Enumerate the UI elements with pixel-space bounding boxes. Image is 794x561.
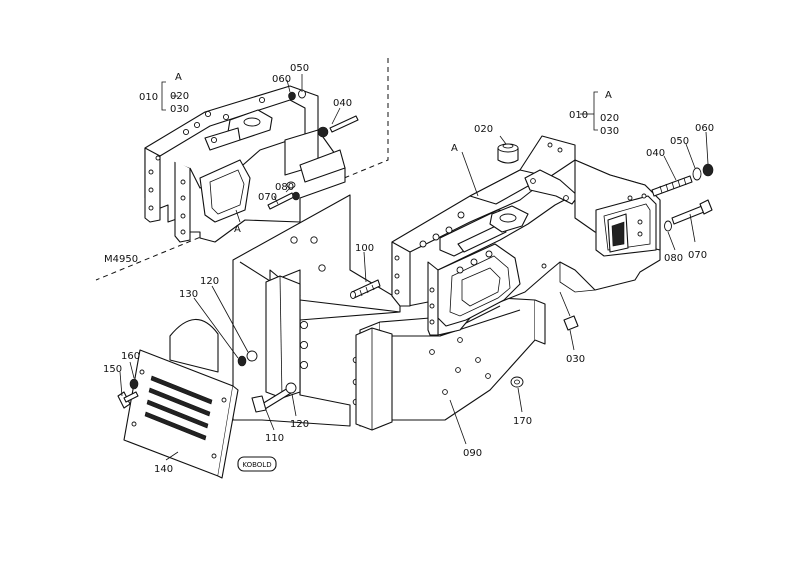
kobold-stamp: KOBOLD [237, 456, 277, 472]
callout-A-right: A [605, 90, 612, 101]
callout-030-left: 030 [170, 104, 189, 115]
washer-080-right [664, 220, 672, 232]
callout-labels: M4950 A 010 020 030 060 050 040 080 070 … [103, 63, 714, 475]
callout-140: 140 [154, 464, 173, 475]
main-front-frame [391, 135, 661, 336]
callout-050-right: 050 [670, 136, 689, 147]
callout-050-left: 050 [290, 63, 309, 74]
callout-030-right: 030 [600, 126, 619, 137]
callout-010-right: 010 [569, 110, 588, 121]
callout-A-main: A [451, 143, 458, 154]
callout-040-right: 040 [646, 148, 665, 159]
washer-160 [129, 378, 139, 390]
washer-120-top [246, 350, 258, 362]
stud-040-right [651, 175, 693, 197]
callout-080-left: 080 [275, 182, 294, 193]
callout-150: 150 [103, 364, 122, 375]
side-bracket-left [265, 275, 301, 399]
inset-boundary [95, 58, 389, 281]
nut-170 [510, 376, 524, 388]
callout-A-left: A [175, 72, 182, 83]
callout-010-left: 010 [139, 92, 158, 103]
callout-070-right: 070 [688, 250, 707, 261]
washer-050-right [692, 167, 702, 181]
callout-020-left: 020 [170, 91, 189, 102]
side-bracket-right [355, 327, 393, 431]
callout-160: 160 [121, 351, 140, 362]
callout-170: 170 [513, 416, 532, 427]
inset-label: M4950 [104, 254, 138, 265]
callout-040-left: 040 [333, 98, 352, 109]
callout-A-inset: A [234, 224, 241, 235]
plug-030 [559, 291, 579, 331]
leader-lines [119, 74, 709, 461]
callout-090: 090 [463, 448, 482, 459]
callout-110: 110 [265, 433, 284, 444]
callout-020-main: 020 [474, 124, 493, 135]
callout-080-right: 080 [664, 253, 683, 264]
stamp-text: KOBOLD [242, 461, 271, 469]
callout-070-left: 070 [258, 192, 277, 203]
inset-front-frame [144, 85, 359, 243]
nut-130 [237, 355, 247, 367]
dowel-pin-100 [350, 279, 381, 299]
callout-060-left: 060 [272, 74, 291, 85]
callout-130: 130 [179, 289, 198, 300]
washer-120-bottom [285, 382, 297, 394]
nut-060-right [702, 163, 714, 177]
filler-cap [497, 143, 519, 164]
callout-030-bottom: 030 [566, 354, 585, 365]
callout-060-right: 060 [695, 123, 714, 134]
callout-120-top: 120 [200, 276, 219, 287]
bolt-070-right [671, 199, 713, 225]
grille-cover-140 [123, 319, 239, 479]
callout-020-right: 020 [600, 113, 619, 124]
callout-100: 100 [355, 243, 374, 254]
callout-120-bottom: 120 [290, 419, 309, 430]
